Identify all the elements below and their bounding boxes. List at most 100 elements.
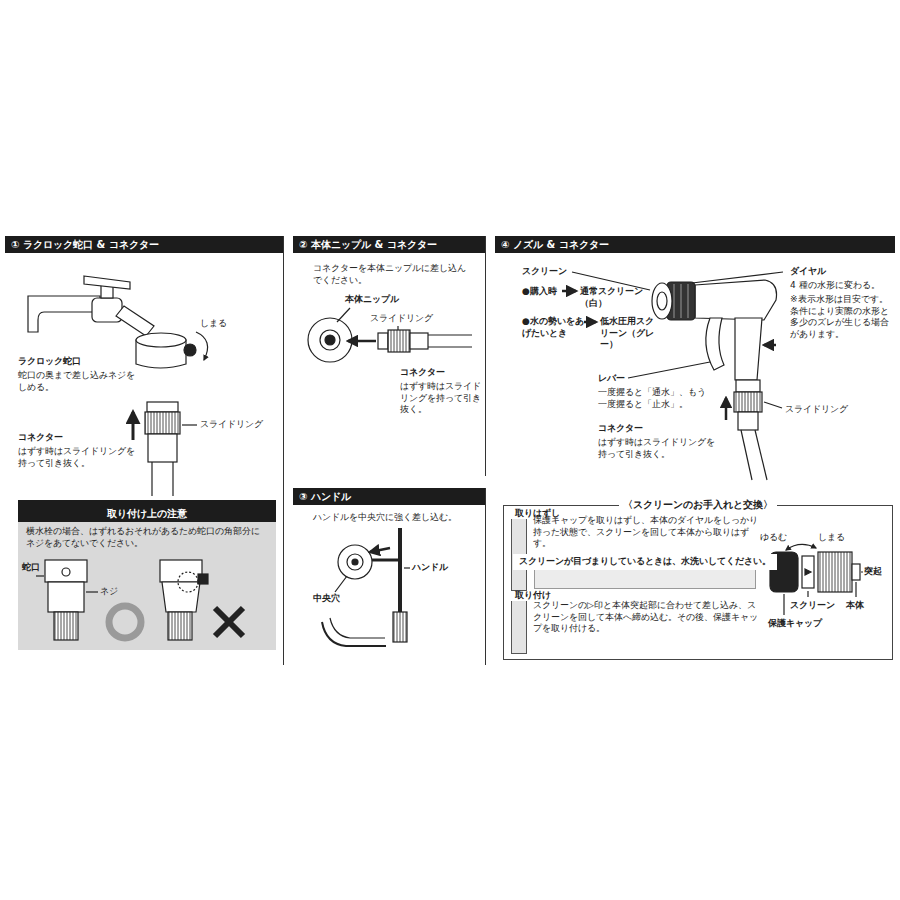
leader-line [764, 402, 782, 408]
part-label: 突起 [864, 566, 882, 578]
caution-illustration [178, 572, 198, 592]
nozzle-illustration [735, 318, 762, 380]
part-label: 本体ニップル [345, 294, 399, 306]
part-label: レバー [598, 373, 625, 385]
part-label: 一度握ると「通水」、もう一度握ると「止水」。 [598, 387, 708, 410]
arrow-symbol [370, 548, 390, 552]
arrow-symbol [584, 321, 596, 324]
nozzle-illustration [652, 280, 777, 480]
caution-illustration [109, 606, 141, 638]
part-label: はずす時はスライドリングを持って引き抜く。 [18, 446, 136, 469]
connector-illustration [148, 434, 177, 462]
faucet-illustration [28, 296, 100, 332]
nozzle-illustration [657, 292, 667, 310]
screen-illustration [802, 556, 814, 588]
leader-line [397, 326, 398, 330]
illustration [18, 272, 863, 650]
nozzle-illustration [687, 284, 688, 318]
caution-illustration [54, 612, 78, 640]
nozzle-illustration [673, 284, 674, 318]
part-label: しまる [200, 318, 227, 330]
screen-illustration [805, 569, 811, 575]
caution-box: 取り付け上の注意横水栓の場合、はずれるおそれがあるため蛇口の角部分にネジをあてな… [18, 500, 276, 650]
node-heading: 取りはずし [511, 509, 528, 519]
part-label: 本体 [846, 600, 864, 612]
nipple-illustration [308, 318, 352, 362]
leader-line [335, 576, 347, 592]
nozzle-illustration [738, 412, 758, 430]
nozzle-illustration [736, 380, 760, 392]
leader-line [784, 572, 863, 615]
part-label: スクリーン [790, 600, 835, 612]
part-label: スライドリング [785, 404, 848, 416]
part-label: 保護キャップを取りはずし、本体のダイヤルをしっかり持った状態で、スクリーンを回し… [533, 515, 758, 550]
faucet-illustration [28, 276, 196, 368]
faucet-illustration [116, 306, 154, 336]
part-label: スクリーン [522, 266, 567, 278]
connector-illustration [147, 402, 178, 412]
part-label: 保護キャップ [768, 618, 822, 630]
node-heading: ① ラクロック蛇口 & コネクター [5, 236, 283, 253]
nozzle-illustration [652, 283, 672, 319]
part-label: はずす時はスライドリングを持って引き抜く。 [598, 437, 718, 460]
leader-line [861, 571, 863, 572]
connector-illustration [410, 333, 428, 349]
node-heading: 取り付け [511, 591, 528, 601]
caution-illustration [215, 608, 243, 636]
part-label: はずす時はスライドリングを持って引き抜く。 [400, 381, 484, 416]
node-heading: ④ ノズル & コネクター [495, 236, 895, 253]
handle-illustration [352, 559, 358, 565]
part-label: 蛇口の奥まで差し込みネジをしめる。 [18, 370, 143, 393]
nozzle-illustration [695, 280, 777, 320]
faucet-illustration [136, 333, 186, 347]
handle-illustration [322, 528, 407, 646]
faucet-illustration [92, 298, 122, 322]
note-box: スクリーンが目づまりしているときは、水洗いしてください。 [534, 561, 756, 589]
leader-line [404, 567, 410, 568]
screen-illustration [770, 552, 860, 592]
connector-illustration [378, 330, 472, 352]
leader-line [337, 308, 350, 322]
arrow-symbol [562, 291, 776, 420]
leader-line [807, 591, 808, 597]
arrow-symbol [133, 332, 208, 440]
caution-illustration [86, 591, 98, 592]
handle-illustration [338, 545, 372, 579]
leader-line [628, 362, 710, 378]
arrow-symbol [725, 398, 728, 420]
screen-illustration [852, 564, 860, 580]
node-body: 横水栓の場合、はずれるおそれがあるため蛇口の角部分にネジをあてないでください。 [18, 522, 276, 549]
connector-illustration [428, 346, 472, 347]
part-label: 蛇口 [22, 562, 40, 574]
caution-illustration [168, 612, 192, 640]
part-label: ゆるむ [760, 532, 787, 544]
connector-illustration [151, 462, 152, 496]
leader-line [692, 272, 783, 283]
part-label: スクリーンの▷印と本体突起部に合わせて差し込み、スクリーンを回して本体へ締め込む… [533, 600, 758, 635]
connector-illustration [388, 330, 410, 352]
leader-line [335, 568, 410, 592]
arrow-symbol [132, 412, 135, 440]
step-tab: 取り付け [511, 598, 527, 654]
node-heading: スクリーンが目づまりしているときは、水洗いしてください。 [513, 554, 777, 570]
handle-illustration [347, 554, 363, 570]
part-label: ラクロック蛇口 [18, 356, 81, 368]
faucet-illustration [184, 344, 196, 356]
caution-illustration [198, 574, 208, 584]
leader-line [783, 594, 784, 615]
arrow-symbol [764, 344, 776, 347]
node-heading: ② 本体ニップル & コネクター [293, 236, 485, 253]
arrow-symbol [786, 544, 816, 550]
handle-illustration [398, 528, 402, 612]
handle-illustration [393, 612, 407, 642]
caution-illustration [45, 560, 87, 582]
caution-illustration [36, 560, 243, 640]
nozzle-illustration [755, 430, 767, 480]
node-heading: 取り付け上の注意 [18, 500, 276, 522]
part-label: ハンドル [412, 562, 448, 574]
part-label: ●水の勢いをあげたいとき [522, 316, 584, 339]
caution-illustration [48, 582, 84, 612]
part-label: コネクター [598, 423, 643, 435]
connector-illustration [172, 462, 173, 496]
